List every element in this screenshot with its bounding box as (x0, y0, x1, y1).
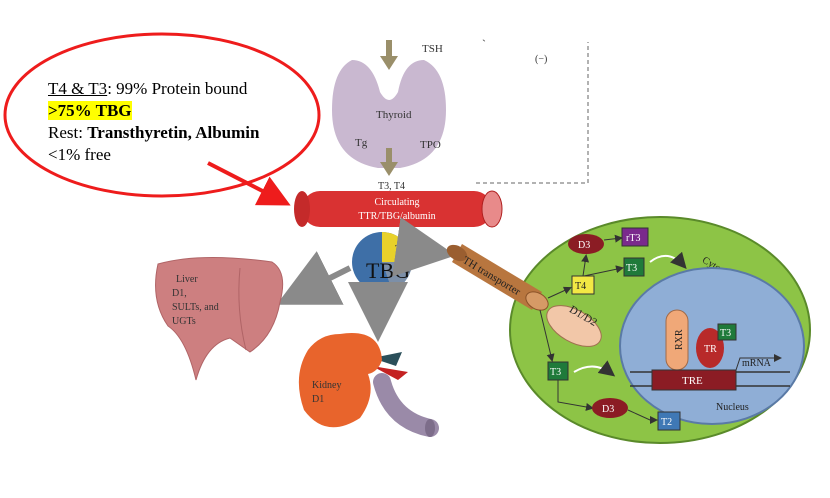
rt3-label: rT3 (626, 233, 640, 244)
callout-line-3: Rest: Transthyretin, Albumin (48, 122, 308, 144)
dna-tre: TRE mRNA (630, 354, 790, 391)
kidney-label-1: Kidney (312, 380, 341, 391)
rxr: RXR (665, 309, 689, 371)
callout-line-1: T4 & T3: 99% Protein bound (48, 78, 308, 100)
t2-label: T2 (661, 417, 672, 428)
t3-nucleus-label: T3 (720, 328, 731, 339)
circulating-label-2: TTR/TBG/albumin (358, 211, 435, 222)
circulating-label-1: Circulating (375, 197, 420, 208)
thyroid-gland: Thyroid Tg TPO (332, 60, 446, 168)
t3-bottom-label: T3 (550, 367, 561, 378)
liver: Liver D1, SULTs, and UGTs (155, 256, 284, 381)
t3-top-label: T3 (626, 263, 637, 274)
callout-hormones: T4 & T3 (48, 79, 108, 98)
t2-box: T2 (657, 411, 681, 431)
tbg-pie: TBG T4 (352, 232, 412, 292)
protein-binding-callout: T4 & T3: 99% Protein bound >75% TBG Rest… (48, 78, 308, 166)
thyroid-label: Thyroid (376, 109, 412, 121)
t3-t4-label: T3, T4 (378, 181, 405, 192)
rt3-box: rT3 (621, 227, 649, 247)
t4-pie-label: T4 (395, 244, 406, 255)
tr-label: TR (704, 344, 717, 355)
mrna-label: mRNA (742, 358, 772, 369)
callout-rest: Rest: (48, 123, 88, 142)
liver-label-3: SULTs, and (172, 302, 219, 313)
svg-text:`: ` (482, 37, 486, 51)
tr: TR T3 (696, 323, 737, 368)
tbg-label: TBG (366, 258, 410, 283)
nucleus-label: Nucleus (716, 402, 749, 413)
tsh-label: TSH (422, 43, 443, 55)
t3-t4-arrow: T3, T4 (378, 148, 405, 192)
callout-ring (3, 32, 321, 198)
t3-top-box: T3 (623, 257, 645, 277)
tg-label: Tg (355, 137, 368, 149)
circulating-cylinder: Circulating TTR/TBG/albumin (294, 190, 503, 228)
kidney-label-2: D1 (312, 394, 324, 405)
kidney: Kidney D1 (298, 333, 439, 437)
tsh-arrow: TSH (380, 40, 443, 70)
callout-line-2: >75% TBG (48, 100, 308, 122)
callout-arrow (207, 161, 291, 206)
d3-bottom-label: D3 (602, 404, 614, 415)
tpo-label: TPO (420, 139, 441, 151)
feedback-loop: (−) ` (476, 37, 589, 184)
t3-bottom-box: T3 (547, 361, 569, 381)
callout-bound: : 99% Protein bound (107, 79, 248, 98)
callout-tbg: >75% TBG (48, 101, 132, 120)
t4-cell-label: T4 (575, 281, 586, 292)
liver-label-1: Liver (176, 274, 198, 285)
d3-top-label: D3 (578, 240, 590, 251)
callout-line-4: <1% free (48, 145, 111, 164)
tre-label: TRE (682, 375, 703, 387)
liver-label-4: UGTs (172, 316, 196, 327)
d3-top: D3 (568, 234, 604, 254)
t4-box: T4 (571, 275, 595, 295)
d3-bottom: D3 (592, 398, 628, 418)
feedback-label: (−) (535, 54, 547, 65)
rxr-label: RXR (674, 329, 685, 350)
callout-rest-proteins: Transthyretin, Albumin (87, 123, 260, 142)
liver-label-2: D1, (172, 288, 187, 299)
